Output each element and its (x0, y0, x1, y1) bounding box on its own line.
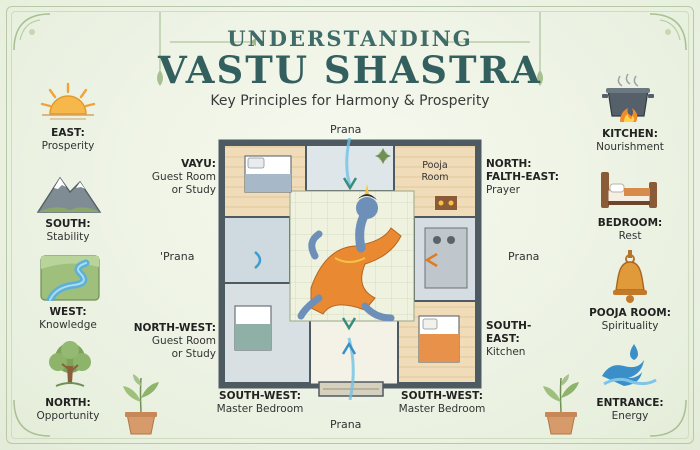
corner-ornament-icon (13, 13, 51, 51)
west-room (223, 216, 291, 284)
potted-plant-icon (543, 374, 579, 435)
header-divider-icon (170, 38, 256, 46)
hanging-leaf-icon (157, 12, 163, 86)
vastu-floor-plan: Pooja Room (215, 138, 485, 400)
north-west-zone-label: NORTH-WEST: Guest Room or Study (133, 322, 216, 360)
mountain-icon (36, 176, 102, 213)
vastu-purusha-figure (297, 184, 402, 322)
title-line-2: VASTU SHASTRA (157, 48, 543, 92)
water-wave-icon (602, 344, 657, 386)
cooking-pot-icon (602, 73, 654, 122)
river-icon (40, 255, 100, 301)
bed-icon (601, 172, 657, 208)
subtitle: Key Principles for Harmony & Prosperity (210, 93, 490, 109)
north-east-zone-label: NORTH: FALTH-EAST: Prayer (486, 158, 560, 196)
prana-bottom-label: Prana (330, 418, 362, 431)
header-divider-icon (444, 38, 530, 46)
prana-left-label: 'Prana (160, 250, 195, 263)
entrance-label: ENTRANCE: Energy (596, 397, 664, 422)
sun-icon (40, 82, 96, 120)
title-line-1: UNDERSTANDING (227, 26, 473, 51)
bedroom-label: BEDROOM: Rest (597, 217, 663, 242)
corner-ornament-icon (13, 399, 51, 437)
north-label: NORTH: Opportunity (36, 397, 100, 422)
south-label: SOUTH: Stability (45, 218, 91, 243)
potted-plant-icon (123, 374, 159, 435)
prana-top-label: Prana (330, 123, 362, 136)
hanging-leaf-icon (537, 12, 543, 86)
inner-border (11, 11, 689, 439)
pooja-room-text-2: Room (421, 172, 448, 183)
west-label: WEST: Knowledge (39, 306, 97, 331)
corner-ornament-icon (649, 13, 687, 51)
tree-icon (49, 341, 91, 387)
pooja-room-label: POOJA ROOM: Spirituality (589, 307, 671, 332)
east-label: EAST: Prosperity (41, 127, 95, 152)
south-west-zone-label-left: SOUTH-WEST: Master Bedroom (216, 390, 304, 415)
corner-ornament-icon (649, 399, 687, 437)
south-west-zone-label-right: SOUTH-WEST: Master Bedroom (398, 390, 486, 415)
vayu-zone-label: VAYU: Guest Room or Study (151, 158, 216, 196)
bell-icon (613, 250, 647, 303)
outer-border (6, 6, 694, 444)
pooja-room-text-1: Pooja (422, 160, 447, 171)
south-east-zone-label: SOUTH- EAST: Kitchen (486, 320, 532, 358)
kitchen-label: KITCHEN: Nourishment (596, 128, 664, 153)
prana-right-label: Prana (508, 250, 540, 263)
